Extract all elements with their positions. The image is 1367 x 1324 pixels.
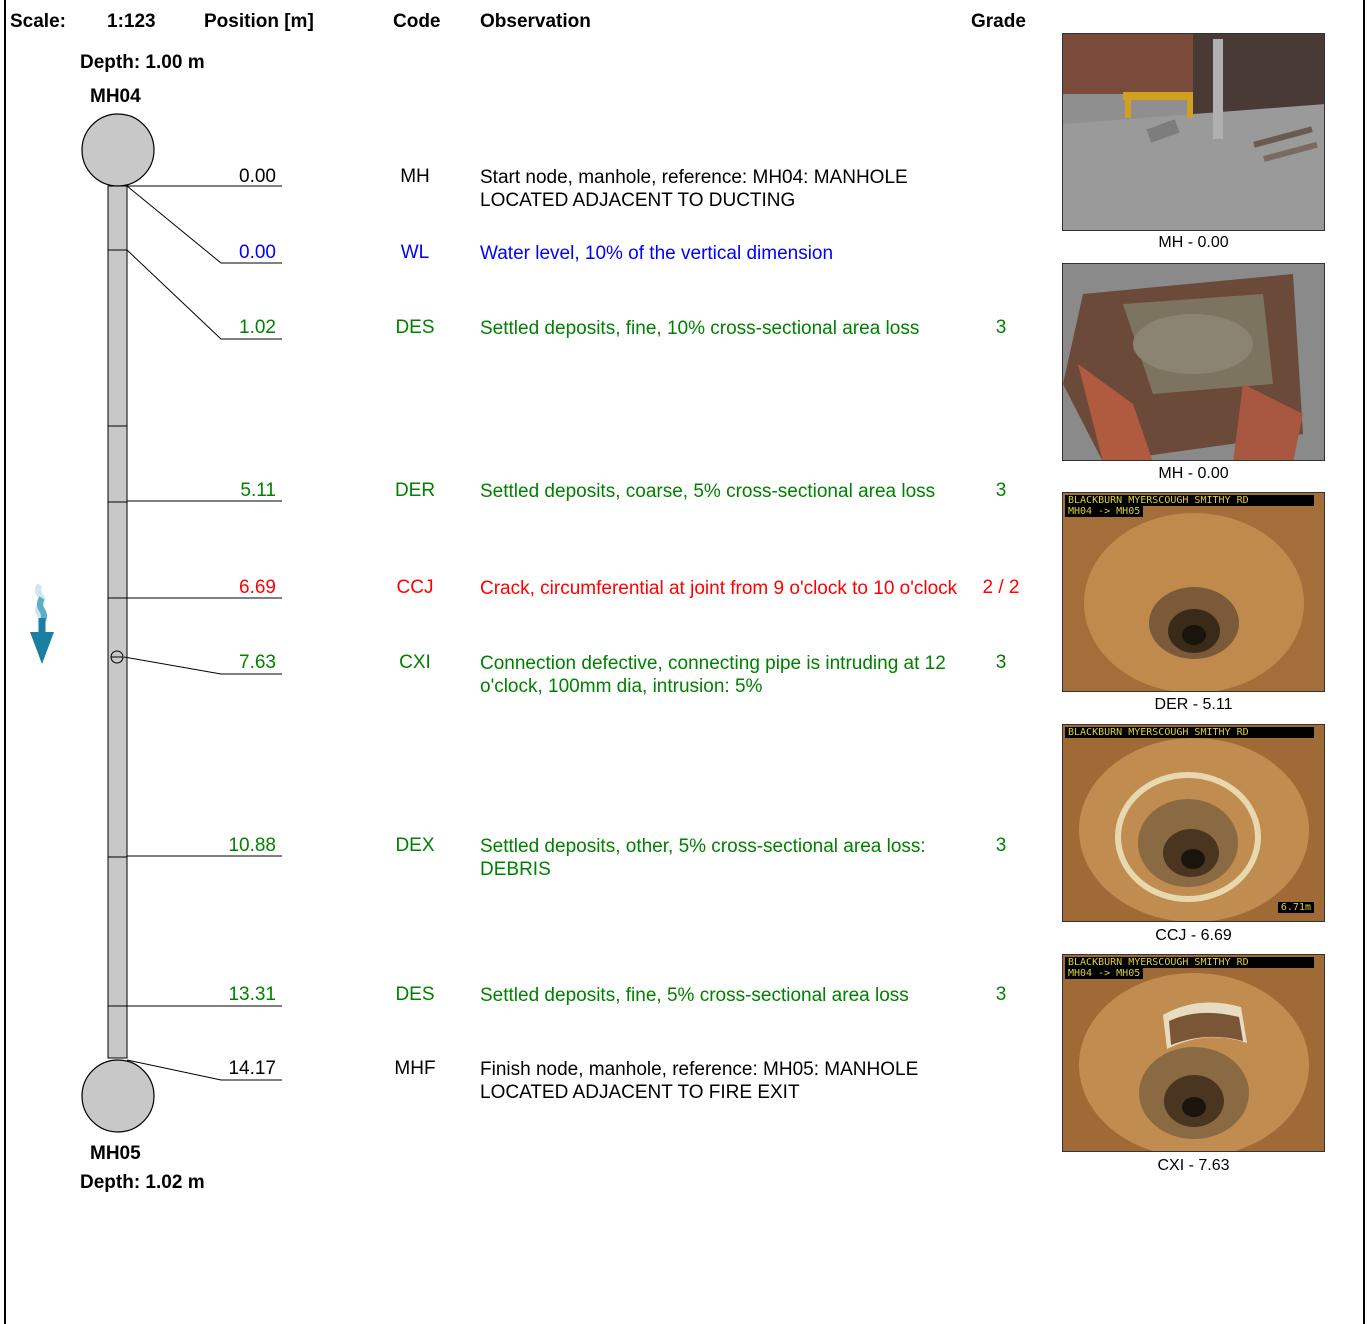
leader-line: [126, 249, 282, 340]
code-header: Code: [393, 11, 441, 32]
position-value: 13.31: [228, 984, 276, 1005]
position-value: 0.00: [239, 242, 276, 263]
observation-text: Crack, circumferential at joint from 9 o…: [480, 578, 958, 599]
photo-manhole-interior[interactable]: [1062, 263, 1325, 461]
observation-text: Settled deposits, fine, 10% cross-sectio…: [480, 318, 920, 339]
grade-value: 2 / 2: [982, 577, 1020, 598]
photo-image: [1063, 725, 1324, 921]
code-value: DES: [395, 317, 435, 338]
end-node-depth: Depth: 1.02 m: [80, 1172, 205, 1193]
leader-line: [126, 1059, 282, 1081]
end-node-name: MH05: [90, 1143, 141, 1164]
observation-header: Observation: [480, 11, 591, 32]
photo-caption: CXI - 7.63: [1157, 1157, 1230, 1174]
photo-cxi-cctv[interactable]: BLACKBURN MYERSCOUGH SMITHY RD MH04 -> M…: [1062, 954, 1325, 1152]
start-node-name: MH04: [90, 86, 141, 107]
down-arrow-icon: [30, 583, 54, 664]
position-value: 5.11: [240, 480, 276, 501]
observation-text: Settled deposits, coarse, 5% cross-secti…: [480, 481, 936, 502]
position-header: Position [m]: [204, 11, 314, 32]
photo-caption: CCJ - 6.69: [1155, 927, 1232, 944]
photo-ccj-cctv[interactable]: BLACKBURN MYERSCOUGH SMITHY RD 6.71m: [1062, 724, 1325, 922]
observation-text: Water level, 10% of the vertical dimensi…: [480, 243, 834, 264]
photo-caption: DER - 5.11: [1154, 696, 1233, 713]
position-value: 14.17: [228, 1058, 276, 1079]
leader-line: [123, 656, 282, 675]
scale-value: 1:123: [107, 11, 156, 32]
end-manhole-symbol: [81, 1059, 155, 1133]
photo-image: [1063, 34, 1324, 230]
grade-header: Grade: [971, 11, 1026, 32]
grade-value: 3: [995, 835, 1007, 856]
observation-text: Finish node, manhole, reference: MH05: M…: [480, 1059, 919, 1103]
grade-value: 3: [995, 317, 1007, 338]
scale-label: Scale:: [10, 11, 66, 32]
photo-caption: MH - 0.00: [1158, 465, 1229, 482]
code-value: WL: [400, 242, 430, 263]
start-manhole-symbol: [81, 113, 155, 187]
position-value: 10.88: [228, 835, 276, 856]
observation-text: Settled deposits, other, 5% cross-sectio…: [480, 836, 926, 880]
position-value: 6.69: [239, 577, 276, 598]
code-value: MH: [400, 166, 430, 187]
cctv-overlay-text: BLACKBURN MYERSCOUGH SMITHY RD: [1065, 495, 1314, 506]
page-frame: [4, 0, 1365, 1324]
code-value: CCJ: [396, 577, 434, 598]
cctv-overlay-text: BLACKBURN MYERSCOUGH SMITHY RD: [1065, 957, 1314, 968]
code-value: CXI: [399, 652, 431, 673]
position-value: 7.63: [239, 652, 276, 673]
code-value: DER: [394, 480, 436, 501]
pipe-diagram: [30, 113, 282, 1133]
photo-der-cctv[interactable]: BLACKBURN MYERSCOUGH SMITHY RD MH04 -> M…: [1062, 492, 1325, 692]
observation-text: Settled deposits, fine, 5% cross-section…: [480, 985, 909, 1006]
cctv-overlay-route: MH04 -> MH05: [1065, 506, 1144, 517]
pipe-body: [107, 185, 128, 1059]
code-value: DES: [395, 984, 435, 1005]
position-value: 1.02: [239, 317, 276, 338]
photo-image: [1063, 955, 1324, 1151]
code-value: MHF: [394, 1058, 436, 1079]
photo-manhole-exterior[interactable]: [1062, 33, 1325, 231]
start-node-depth: Depth: 1.00 m: [80, 52, 205, 73]
cctv-distance-stamp: 6.71m: [1277, 902, 1314, 913]
cctv-overlay-route: MH04 -> MH05: [1065, 968, 1144, 979]
position-value: 0.00: [239, 166, 276, 187]
grade-value: 3: [995, 984, 1007, 1005]
observation-text: Connection defective, connecting pipe is…: [480, 653, 946, 697]
code-value: DEX: [395, 835, 435, 856]
grade-value: 3: [995, 652, 1007, 673]
observation-text: Start node, manhole, reference: MH04: MA…: [480, 167, 908, 211]
photo-image: [1063, 493, 1324, 691]
photo-image: [1063, 264, 1324, 460]
grade-value: 3: [995, 480, 1007, 501]
photo-caption: MH - 0.00: [1158, 234, 1229, 251]
leader-line: [126, 185, 282, 264]
cctv-overlay-text: BLACKBURN MYERSCOUGH SMITHY RD: [1065, 727, 1314, 738]
